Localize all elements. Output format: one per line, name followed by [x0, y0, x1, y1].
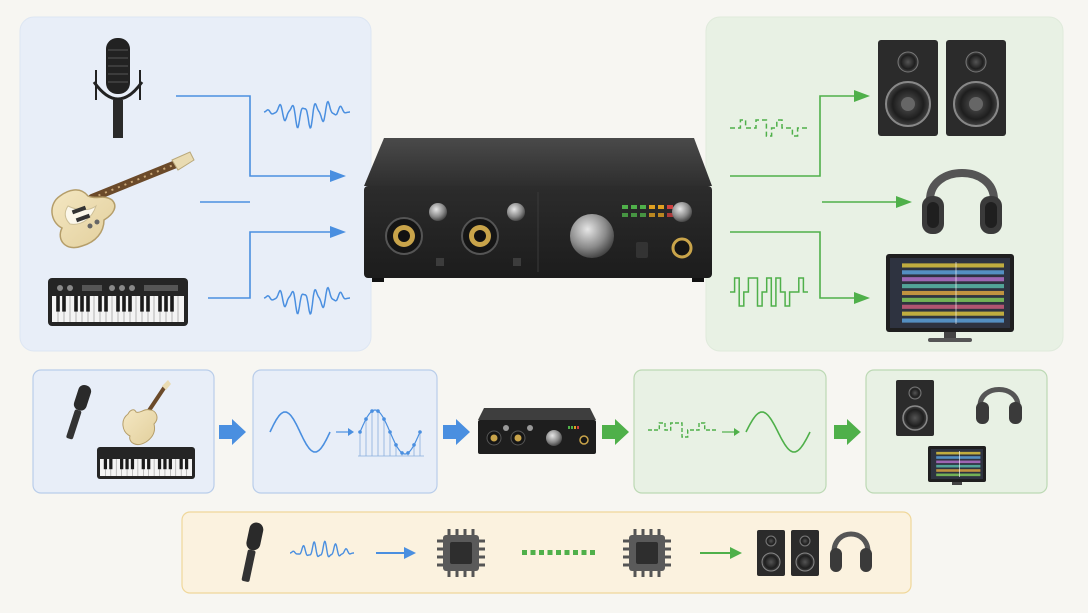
small-guitar-icon: [122, 380, 171, 445]
chain-digital-data: [522, 550, 595, 555]
gain-knob-1: [429, 203, 447, 221]
small-keyboard-icon: [97, 447, 195, 479]
sampling-arrow: [336, 428, 354, 436]
input-arrowheads: [330, 170, 346, 238]
output-routing-lines: [730, 95, 896, 299]
chain-arrow-to-adc: [376, 547, 416, 559]
analog-waveform-lower: [263, 286, 350, 316]
small-headphones-icon: [976, 387, 1022, 424]
flow-arrows-middle: [219, 419, 861, 445]
reconstructed-sine-wave: [745, 411, 811, 453]
combo-input-jack-2: [461, 217, 499, 255]
output-arrowheads: [854, 90, 912, 304]
digital-signal-upper: [730, 119, 808, 137]
audio-interface-device: [364, 138, 712, 282]
microphone-icon: [92, 38, 144, 138]
small-daw-monitor-icon: [928, 446, 986, 485]
chain-analog-waveform: [290, 540, 354, 558]
reconstruction-arrow: [722, 428, 740, 436]
sampled-waveform: [358, 409, 424, 457]
daw-computer-monitor-icon: [886, 254, 1014, 342]
headphone-jack: [671, 237, 693, 259]
monitor-volume-knob: [570, 214, 614, 258]
chain-headphones-icon: [830, 531, 872, 572]
adc-chip-icon: [437, 529, 485, 577]
combo-input-jack-1: [385, 217, 423, 255]
small-microphone-icon: [66, 384, 92, 440]
electric-guitar-icon: [51, 151, 195, 249]
level-meter-leds: [622, 205, 673, 217]
chain-microphone-icon: [241, 522, 264, 582]
chain-arrow-to-output: [700, 547, 742, 559]
digital-signal-middle: [648, 422, 716, 438]
gain-knob-2: [507, 203, 525, 221]
analog-waveform-upper: [263, 100, 350, 130]
input-routing-lines: [176, 95, 330, 299]
signal-chain-panel: [181, 511, 912, 594]
chain-speakers-icon: [757, 530, 819, 576]
dac-chip-icon: [623, 529, 671, 577]
analog-sine-wave: [269, 411, 331, 453]
headphones-icon: [922, 169, 1002, 234]
digital-signal-lower: [730, 277, 808, 307]
headphone-knob: [672, 202, 692, 222]
studio-monitor-speakers-icon: [878, 40, 1006, 136]
small-speaker-icon: [896, 380, 934, 436]
small-audio-interface-icon: [478, 408, 596, 454]
synth-keyboard-icon: [48, 278, 188, 326]
